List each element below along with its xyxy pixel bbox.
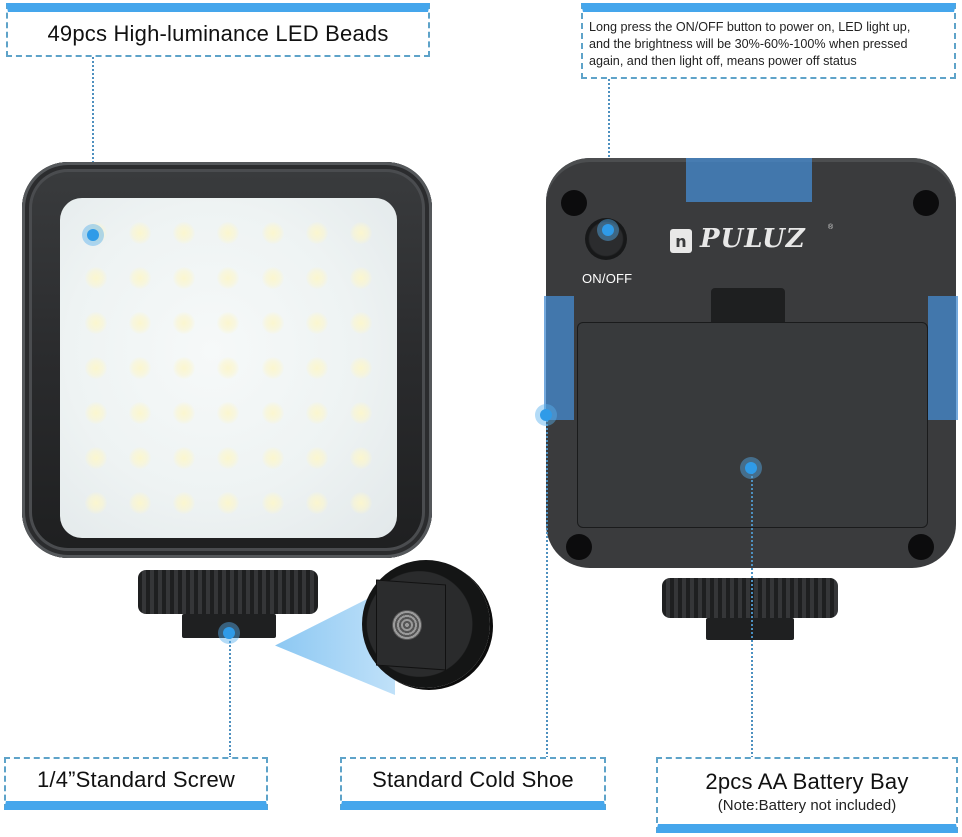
screw-hole-bottom-left xyxy=(566,534,592,560)
led-bead xyxy=(349,266,372,289)
brand-name: PULUZ xyxy=(700,224,806,254)
callout-screw: 1/4”Standard Screw xyxy=(4,757,268,810)
led-bead xyxy=(217,356,240,379)
led-bead xyxy=(129,402,152,425)
registered-mark: ® xyxy=(828,224,834,231)
screw-hole-top-left xyxy=(561,190,587,216)
leader-led-beads xyxy=(92,57,94,235)
screw-thread-icon xyxy=(392,610,422,640)
led-bead xyxy=(261,492,284,515)
led-panel xyxy=(60,198,397,538)
led-bead xyxy=(173,266,196,289)
led-bead xyxy=(129,492,152,515)
led-bead xyxy=(173,311,196,334)
led-bead xyxy=(85,402,108,425)
leader-screw xyxy=(229,634,231,758)
callout-power-line-3: again, and then light off, means power o… xyxy=(589,54,857,68)
callout-cold-shoe-title: Standard Cold Shoe xyxy=(372,767,574,792)
led-bead xyxy=(85,266,108,289)
led-bead xyxy=(305,266,328,289)
led-bead xyxy=(261,402,284,425)
back-cold-shoe-foot xyxy=(706,618,794,640)
led-bead xyxy=(349,311,372,334)
led-bead xyxy=(173,447,196,470)
marker-battery-bay xyxy=(740,457,762,479)
left-cold-shoe-slot xyxy=(544,296,574,420)
led-bead xyxy=(85,356,108,379)
led-bead xyxy=(305,402,328,425)
leader-battery xyxy=(751,468,753,758)
led-bead xyxy=(217,311,240,334)
led-bead xyxy=(173,492,196,515)
marker-power-button xyxy=(597,219,619,241)
led-bead xyxy=(217,266,240,289)
led-bead xyxy=(261,221,284,244)
back-mount-knob xyxy=(662,578,838,618)
callout-led-beads-title: 49pcs High-luminance LED Beads xyxy=(47,20,389,46)
led-bead xyxy=(129,266,152,289)
callout-power-line-1: Long press the ON/OFF button to power on… xyxy=(589,20,911,34)
leader-cold-shoe xyxy=(546,416,548,758)
led-bead xyxy=(261,447,284,470)
callout-power-line-2: and the brightness will be 30%-60%-100% … xyxy=(589,37,908,51)
led-bead xyxy=(261,356,284,379)
led-bead xyxy=(129,221,152,244)
screw-hole-bottom-right xyxy=(908,534,934,560)
led-bead xyxy=(85,447,108,470)
led-bead xyxy=(85,311,108,334)
led-bead xyxy=(349,356,372,379)
led-bead xyxy=(349,402,372,425)
marker-led-beads xyxy=(82,224,104,246)
led-bead xyxy=(173,402,196,425)
right-cold-shoe-slot xyxy=(928,296,958,420)
leader-power xyxy=(608,79,610,229)
led-bead xyxy=(261,266,284,289)
callout-battery-title: 2pcs AA Battery Bay xyxy=(705,769,909,794)
led-bead xyxy=(305,447,328,470)
led-bead xyxy=(217,492,240,515)
power-button-label: ON/OFF xyxy=(582,271,633,286)
callout-battery-note: (Note:Battery not included) xyxy=(717,797,897,814)
led-bead xyxy=(305,311,328,334)
top-cold-shoe-slot xyxy=(686,158,812,202)
led-bead xyxy=(129,447,152,470)
led-bead xyxy=(305,221,328,244)
callout-battery: 2pcs AA Battery Bay (Note:Battery not in… xyxy=(656,757,958,833)
brand-logo-icon: n xyxy=(670,229,692,253)
led-bead xyxy=(129,311,152,334)
marker-screw xyxy=(218,622,240,644)
front-mount-knob xyxy=(138,570,318,614)
led-bead xyxy=(85,492,108,515)
callout-screw-title: 1/4”Standard Screw xyxy=(36,767,236,792)
led-bead xyxy=(217,221,240,244)
led-bead xyxy=(349,221,372,244)
led-bead xyxy=(129,356,152,379)
battery-door xyxy=(577,322,928,528)
led-bead xyxy=(261,311,284,334)
callout-led-beads: 49pcs High-luminance LED Beads xyxy=(6,3,430,57)
battery-latch xyxy=(711,288,785,322)
led-bead xyxy=(217,402,240,425)
marker-cold-shoe xyxy=(535,404,557,426)
led-bead xyxy=(173,221,196,244)
led-bead xyxy=(349,447,372,470)
callout-power: Long press the ON/OFF button to power on… xyxy=(581,3,956,79)
led-bead xyxy=(173,356,196,379)
led-bead xyxy=(305,492,328,515)
led-bead xyxy=(305,356,328,379)
led-bead xyxy=(349,492,372,515)
screw-hole-top-right xyxy=(913,190,939,216)
callout-cold-shoe: Standard Cold Shoe xyxy=(340,757,606,810)
led-bead xyxy=(217,447,240,470)
